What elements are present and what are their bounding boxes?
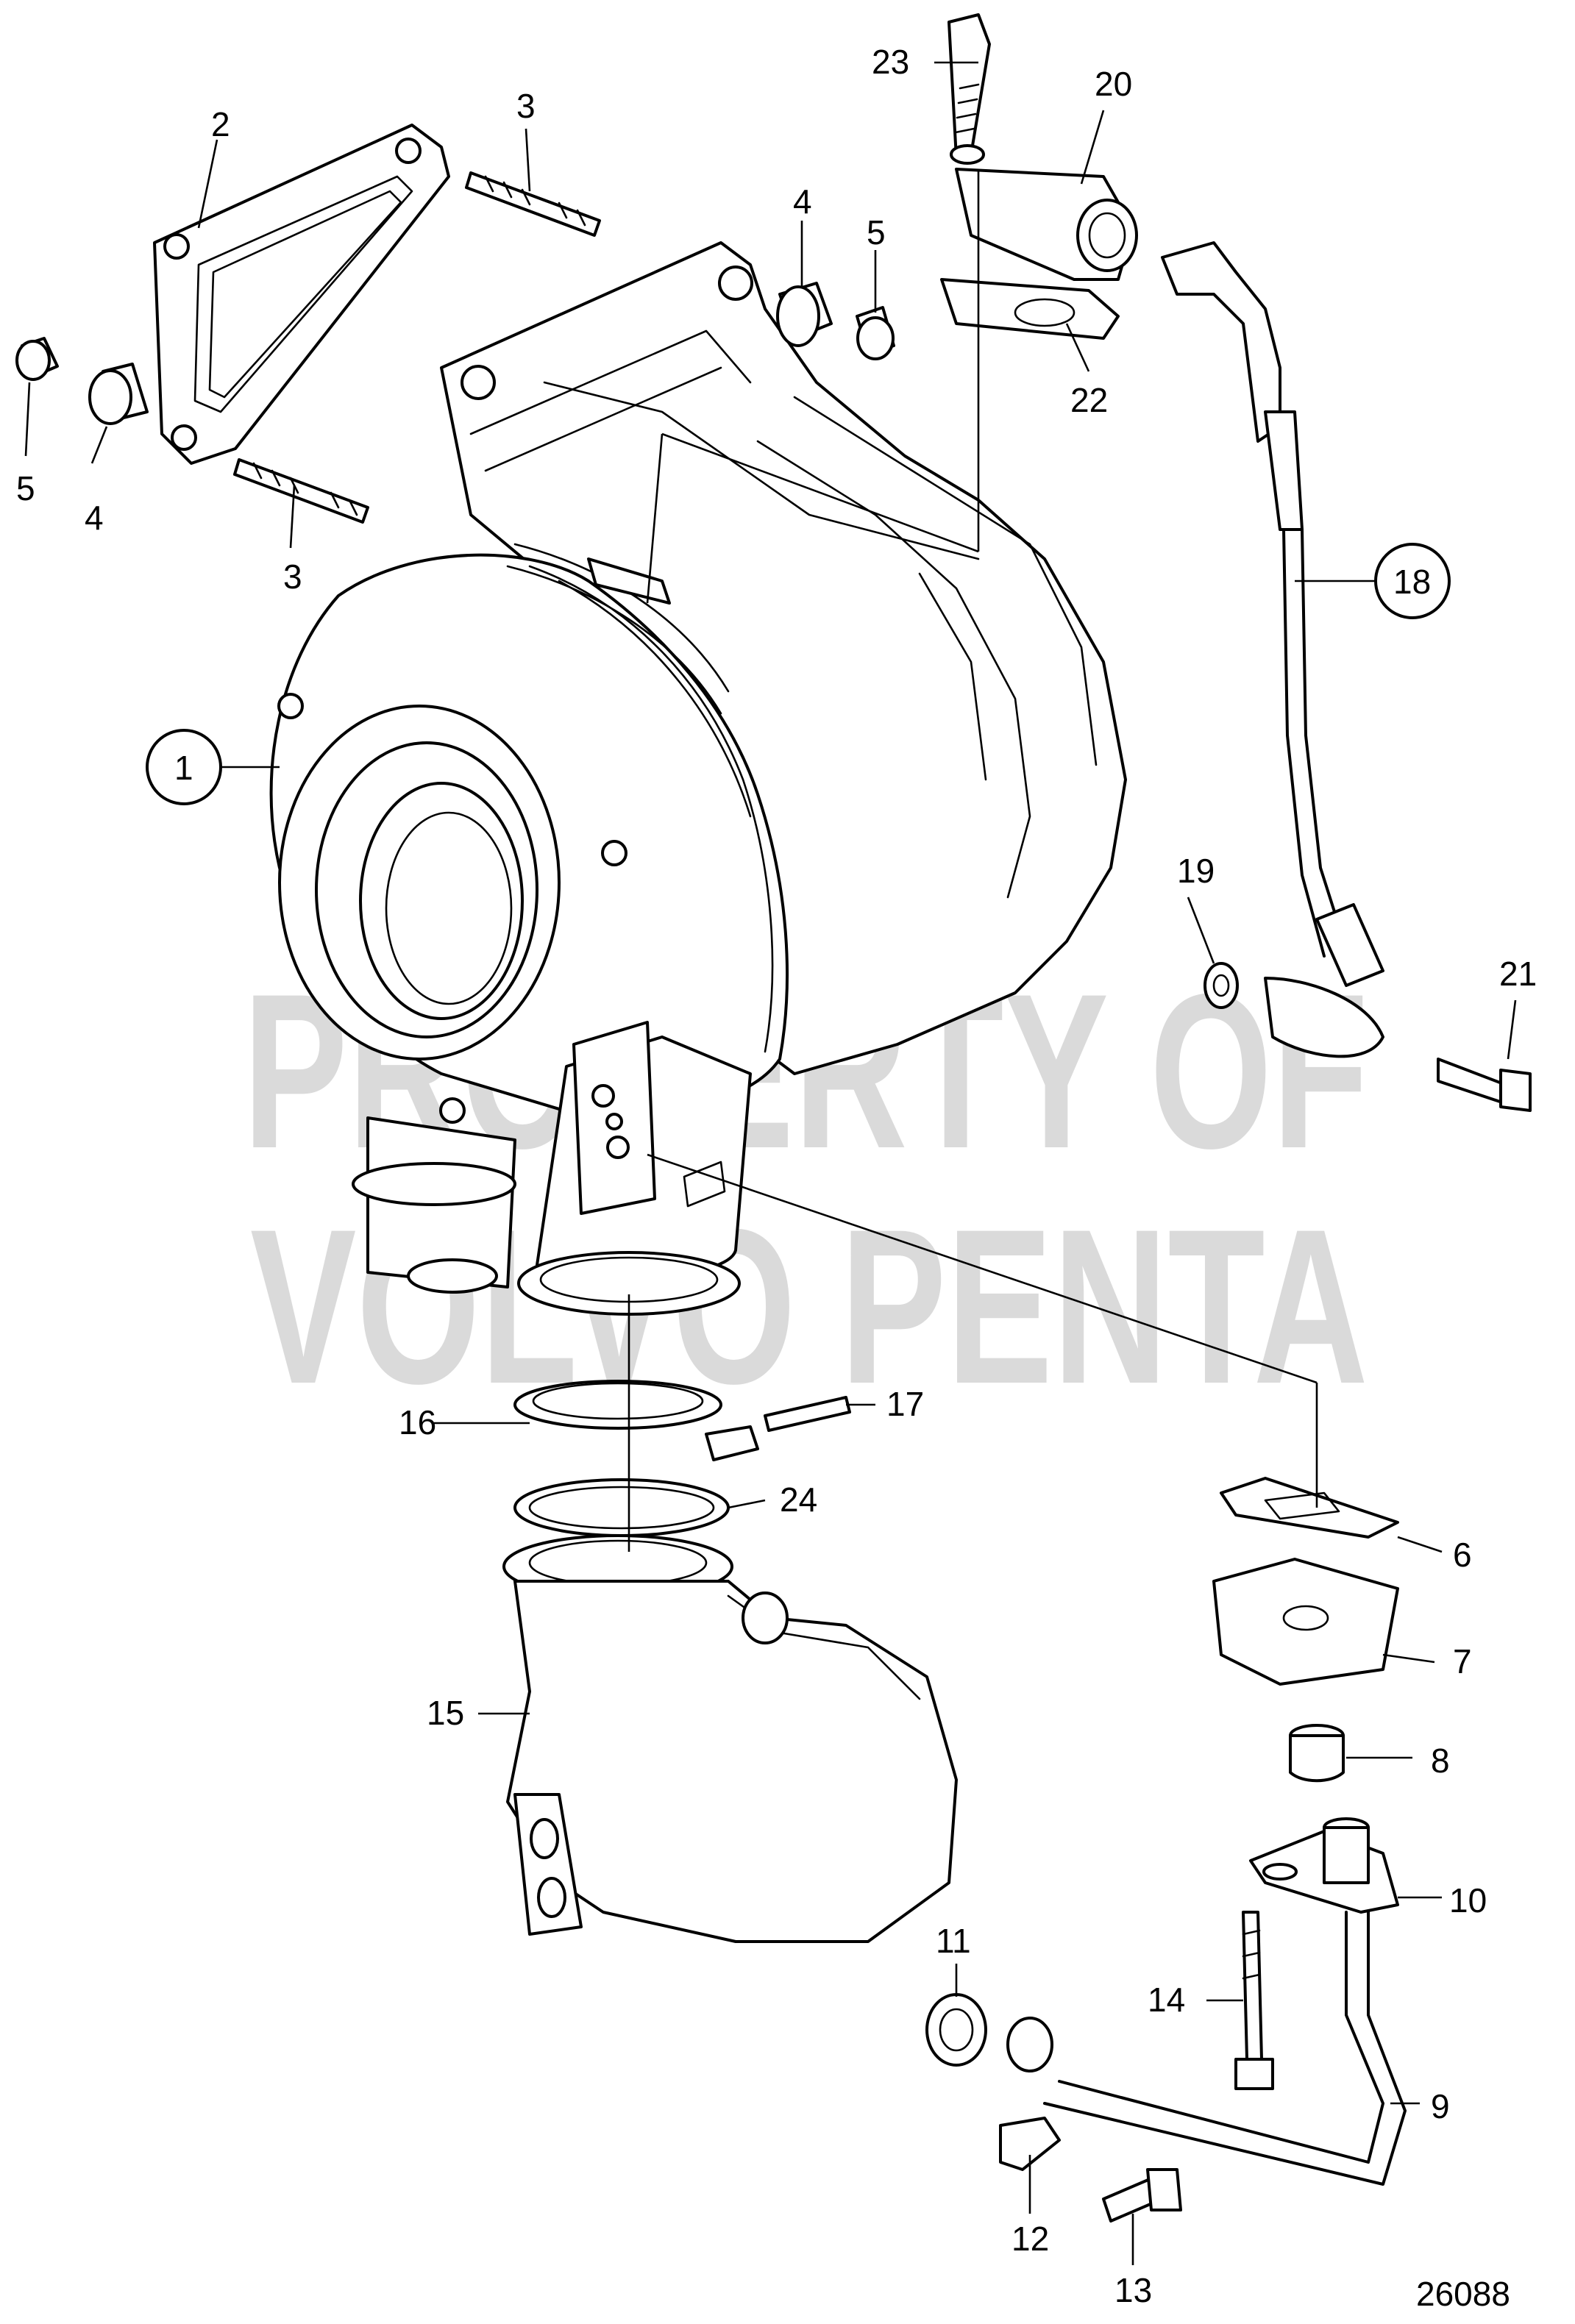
gasket-part-2 [153,124,450,465]
callout-5-left: 5 [16,469,35,507]
callout-22: 22 [1070,381,1108,419]
callout-6: 6 [1453,1536,1472,1574]
callout-17: 17 [886,1385,924,1423]
turbocharger [269,241,1127,1316]
callout-11: 11 [936,1922,971,1960]
oil-feed-assembly [940,13,1384,1058]
callout-13: 13 [1114,2271,1152,2309]
callout-19: 19 [1177,852,1215,890]
callout-5-right: 5 [867,213,886,252]
callout-4-right: 4 [793,182,812,221]
callout-18: 18 [1393,563,1431,601]
outlet-elbow-assembly [502,1380,958,1943]
callout-10: 10 [1449,1881,1487,1920]
callout-16: 16 [399,1403,436,1441]
callout-15: 15 [427,1694,464,1732]
callout-24: 24 [780,1480,817,1519]
banjo-bolt-assembly [1204,962,1532,1112]
callout-1: 1 [174,749,193,787]
callout-4-left: 4 [85,499,104,537]
callout-3-upper: 3 [516,87,536,125]
callout-labels: 1 2 3 3 4 4 5 5 6 7 8 9 10 11 12 13 14 1… [16,43,1537,2313]
sleeve-and-nut-parts [15,282,895,425]
oil-drain-assembly [925,1477,1407,2223]
callout-21: 21 [1499,955,1537,993]
callout-3-lower: 3 [283,557,302,596]
callout-12: 12 [1012,2220,1049,2258]
callout-circle-18 [1374,543,1451,619]
callout-circle-1 [146,729,222,805]
callout-23: 23 [872,43,909,81]
callout-2: 2 [211,105,230,143]
callout-9: 9 [1431,2087,1450,2125]
callout-14: 14 [1148,1981,1185,2019]
callout-7: 7 [1453,1642,1472,1680]
callout-20: 20 [1095,65,1132,103]
leader-lines [24,61,1517,2265]
callout-8: 8 [1431,1742,1450,1780]
drawing-number: 26088 [1416,2275,1510,2313]
